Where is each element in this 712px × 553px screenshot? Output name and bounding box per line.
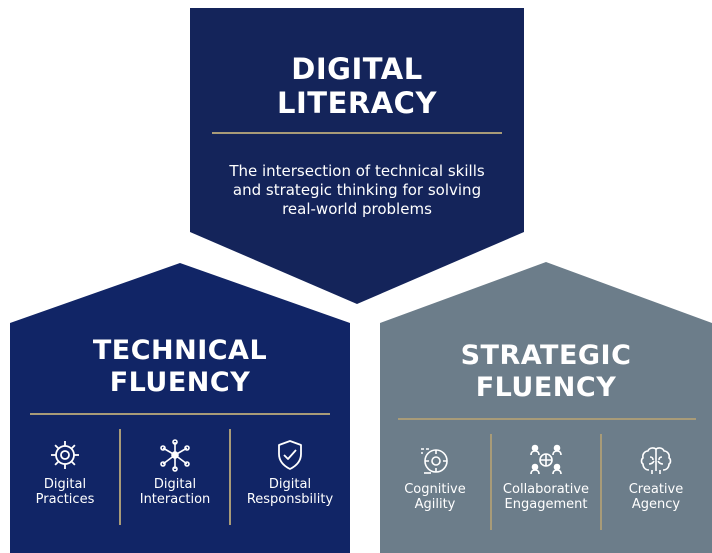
column-divider: [490, 434, 492, 530]
title-line: DIGITAL: [291, 52, 423, 86]
title-line: STRATEGIC: [460, 340, 632, 371]
label-line: Agility: [414, 497, 456, 512]
brain-icon: [640, 447, 672, 474]
network-icon: [160, 439, 190, 472]
label-line: Agency: [631, 497, 681, 512]
label-line: Collaborative: [502, 482, 590, 497]
creative-agency-item: Creative Agency: [601, 443, 711, 512]
label-line: Digital: [43, 477, 87, 492]
divider: [212, 132, 502, 134]
divider: [398, 418, 696, 420]
technical-fluency-title: TECHNICAL FLUENCY: [10, 335, 350, 399]
item-label: Collaborative Engagement: [491, 482, 601, 512]
item-label: Digital Responsbility: [230, 477, 350, 507]
label-line: Digital: [153, 477, 197, 492]
description-line: and strategic thinking for solving: [232, 181, 482, 199]
digital-interaction-item: Digital Interaction: [120, 438, 230, 507]
title-line: FLUENCY: [475, 372, 617, 403]
label-line: Interaction: [139, 492, 211, 507]
strategic-fluency-shape: STRATEGIC FLUENCY Cognitive Agility: [380, 262, 712, 553]
strategic-fluency-title: STRATEGIC FLUENCY: [380, 340, 712, 404]
collaboration-icon: [530, 444, 562, 475]
label-line: Practices: [35, 492, 95, 507]
label-line: Creative: [628, 482, 684, 497]
technical-fluency-shape: TECHNICAL FLUENCY Digital Practices: [10, 263, 350, 553]
item-label: Cognitive Agility: [380, 482, 490, 512]
digital-responsibility-item: Digital Responsbility: [230, 438, 350, 507]
column-divider: [600, 434, 602, 530]
label-line: Digital: [268, 477, 312, 492]
cognitive-agility-icon: [421, 448, 448, 474]
label-line: Responsbility: [246, 492, 334, 507]
column-divider: [119, 429, 121, 525]
gear-icon: [51, 441, 79, 469]
title-line: TECHNICAL: [92, 335, 268, 366]
digital-literacy-description: The intersection of technical skills and…: [200, 162, 514, 219]
collaborative-engagement-item: Collaborative Engagement: [491, 443, 601, 512]
strategic-fluency-background: [380, 262, 712, 553]
shield-check-icon: [278, 440, 302, 470]
description-line: The intersection of technical skills: [229, 162, 485, 180]
divider: [30, 413, 330, 415]
item-label: Digital Practices: [10, 477, 120, 507]
title-line: LITERACY: [277, 86, 437, 120]
technical-fluency-background: [10, 263, 350, 553]
digital-literacy-background: [190, 8, 524, 304]
item-label: Creative Agency: [601, 482, 711, 512]
digital-literacy-title: DIGITAL LITERACY: [190, 52, 524, 120]
digital-literacy-shape: DIGITAL LITERACY The intersection of tec…: [190, 8, 524, 304]
title-line: FLUENCY: [109, 367, 251, 398]
description-line: real-world problems: [282, 200, 432, 218]
label-line: Engagement: [504, 497, 588, 512]
item-label: Digital Interaction: [120, 477, 230, 507]
cognitive-agility-item: Cognitive Agility: [380, 443, 490, 512]
column-divider: [229, 429, 231, 525]
label-line: Cognitive: [404, 482, 466, 497]
digital-practices-item: Digital Practices: [10, 438, 120, 507]
